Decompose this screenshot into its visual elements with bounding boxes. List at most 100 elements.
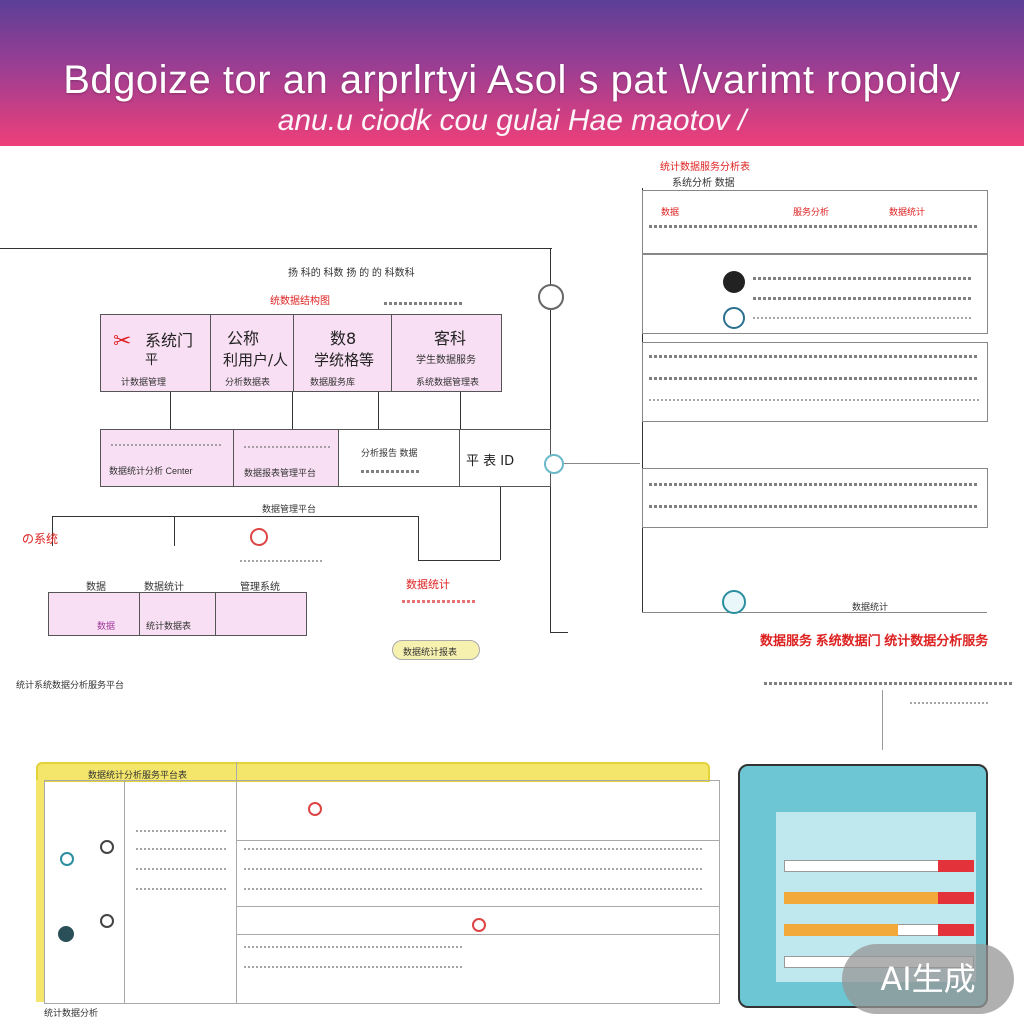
row1-box-2-sub: 利用户/人 (223, 351, 289, 369)
row-icon (58, 926, 74, 942)
globe-icon (538, 284, 564, 310)
row1-box-3-sub: 学统格等 (314, 351, 375, 369)
node-icon (250, 528, 268, 546)
right-section-4 (642, 468, 988, 528)
bottom-col-line (124, 780, 125, 1004)
tree-branch-line (52, 516, 418, 517)
connector (292, 392, 293, 429)
bottom-scribble (136, 868, 226, 870)
banner-subtitle: anu.u ciodk cou gulai Hae maotov / (277, 104, 747, 137)
row1-box-2: 公称 利用户/人 分析数据表 (210, 314, 294, 392)
row3-label-3: 管理系统 (240, 582, 280, 593)
tree-drop (52, 516, 53, 546)
link-node-icon (544, 454, 564, 474)
row2-box-4: 平 表 ID (459, 429, 551, 487)
row2-box-1-scribble (111, 444, 223, 446)
right-section-4-scribble (649, 505, 979, 508)
row3-label-2: 数据统计 (144, 582, 184, 593)
tree-join (418, 560, 500, 561)
row3-box-1-text: 数据 (97, 621, 116, 631)
right-col-1: 数据 (661, 207, 680, 217)
right-section-4-scribble (649, 483, 979, 486)
right-section-3-scribble (649, 355, 979, 358)
frame-foot-line (550, 632, 568, 633)
right-section-3-scribble (649, 399, 979, 401)
tree-drop (174, 516, 175, 546)
row1-box-4-sub: 学生数据服务 (416, 355, 476, 366)
right-panel-note: 数据统计 (852, 602, 889, 612)
red-note: 数据统计 (406, 579, 450, 591)
row1-box-4-small: 系统数据管理表 (416, 377, 480, 387)
bottom-scribble (136, 830, 226, 832)
yellow-tag-text: 数据统计报表 (403, 647, 458, 657)
row1-box-1-title: 系统门 (145, 331, 194, 350)
mid-label: 数据管理平台 (262, 504, 317, 514)
right-col-2: 服务分析 (793, 207, 830, 217)
bottom-scribble (136, 848, 226, 850)
tree-drop (500, 487, 501, 560)
row1-box-1: ✂ 系统门 平 计数据管理 (100, 314, 211, 392)
row1-box-1-sub: 平 (145, 353, 159, 368)
row-icon (100, 914, 114, 928)
right-section-1: 数据 服务分析 数据统计 (642, 190, 988, 254)
right-panel-bottom-line (642, 612, 987, 613)
connector (378, 392, 379, 429)
bottom-table-left-bar (36, 780, 44, 1002)
right-panel-header: 统计数据服务分析表 (660, 162, 750, 173)
connector (460, 392, 461, 429)
row-icon (60, 852, 74, 866)
row3-label-1: 数据 (86, 582, 106, 593)
right-section-2-scribble (753, 277, 973, 280)
red-note-scribble (402, 600, 476, 603)
row2-box-2-text: 数据报表管理平台 (244, 468, 317, 478)
teal-node-icon (722, 590, 746, 614)
title-banner: Bdgoize tor an arprlrtyi Asol s pat \/va… (0, 0, 1024, 146)
row2-box-4-text: 平 表 ID (466, 454, 515, 469)
row2-box-3: 分析报告 数据 (338, 429, 460, 487)
row-icon (100, 840, 114, 854)
ai-watermark: AI生成 (842, 944, 1014, 1014)
bottom-table-header-text: 数据统计分析服务平台表 (88, 770, 188, 780)
diagram-top-label: 扬 科的 科数 扬 的 的 科数科 (288, 268, 415, 279)
row1-box-3: 数8 学统格等 数据服务库 (293, 314, 392, 392)
row2-box-2: 数据报表管理平台 (233, 429, 339, 487)
row3-box-3 (215, 592, 307, 636)
bottom-scribble (244, 946, 464, 948)
row-icon (308, 802, 322, 816)
red-chip (938, 892, 974, 904)
row1-box-4-title: 客科 (434, 329, 467, 348)
bottom-scribble (244, 888, 704, 890)
row3-box-2: 统计数据表 (139, 592, 216, 636)
bottom-table-body (44, 780, 720, 1004)
p-node-icon (723, 307, 745, 329)
bottom-scribble (136, 888, 226, 890)
row2-box-3-text: 分析报告 数据 (361, 448, 418, 458)
connector (170, 392, 171, 429)
yellow-tag: 数据统计报表 (392, 640, 480, 660)
right-section-1-scribble (649, 225, 979, 228)
row2-box-3-scribble (361, 470, 421, 473)
right-section-2-scribble (753, 297, 973, 300)
bottom-row-line (236, 906, 720, 907)
right-col-3: 数据统计 (889, 207, 926, 217)
left-tag: の系统 (22, 532, 59, 546)
row3-box-2-text: 统计数据表 (146, 621, 192, 631)
right-banner-scribble (910, 702, 990, 704)
row2-box-1-text: 数据统计分析 Center (109, 466, 193, 476)
row-icon (472, 918, 486, 932)
tree-drop (418, 516, 419, 560)
right-banner-line (882, 690, 883, 750)
dark-node-icon (723, 271, 745, 293)
right-section-2-scribble (753, 317, 973, 319)
bottom-col-line (236, 762, 237, 1004)
red-chip (938, 860, 974, 872)
bottom-row-line (236, 840, 720, 841)
bar-fill-2 (784, 892, 946, 904)
right-banner-scribble (764, 682, 1014, 685)
row2-box-2-scribble (244, 446, 330, 448)
right-section-2 (642, 254, 988, 334)
diagram-footer: 统计系统数据分析服务平台 (16, 680, 125, 690)
row1-box-4: 客科 学生数据服务 系统数据管理表 (391, 314, 502, 392)
link-line (564, 463, 640, 464)
right-section-3-scribble (649, 377, 979, 380)
